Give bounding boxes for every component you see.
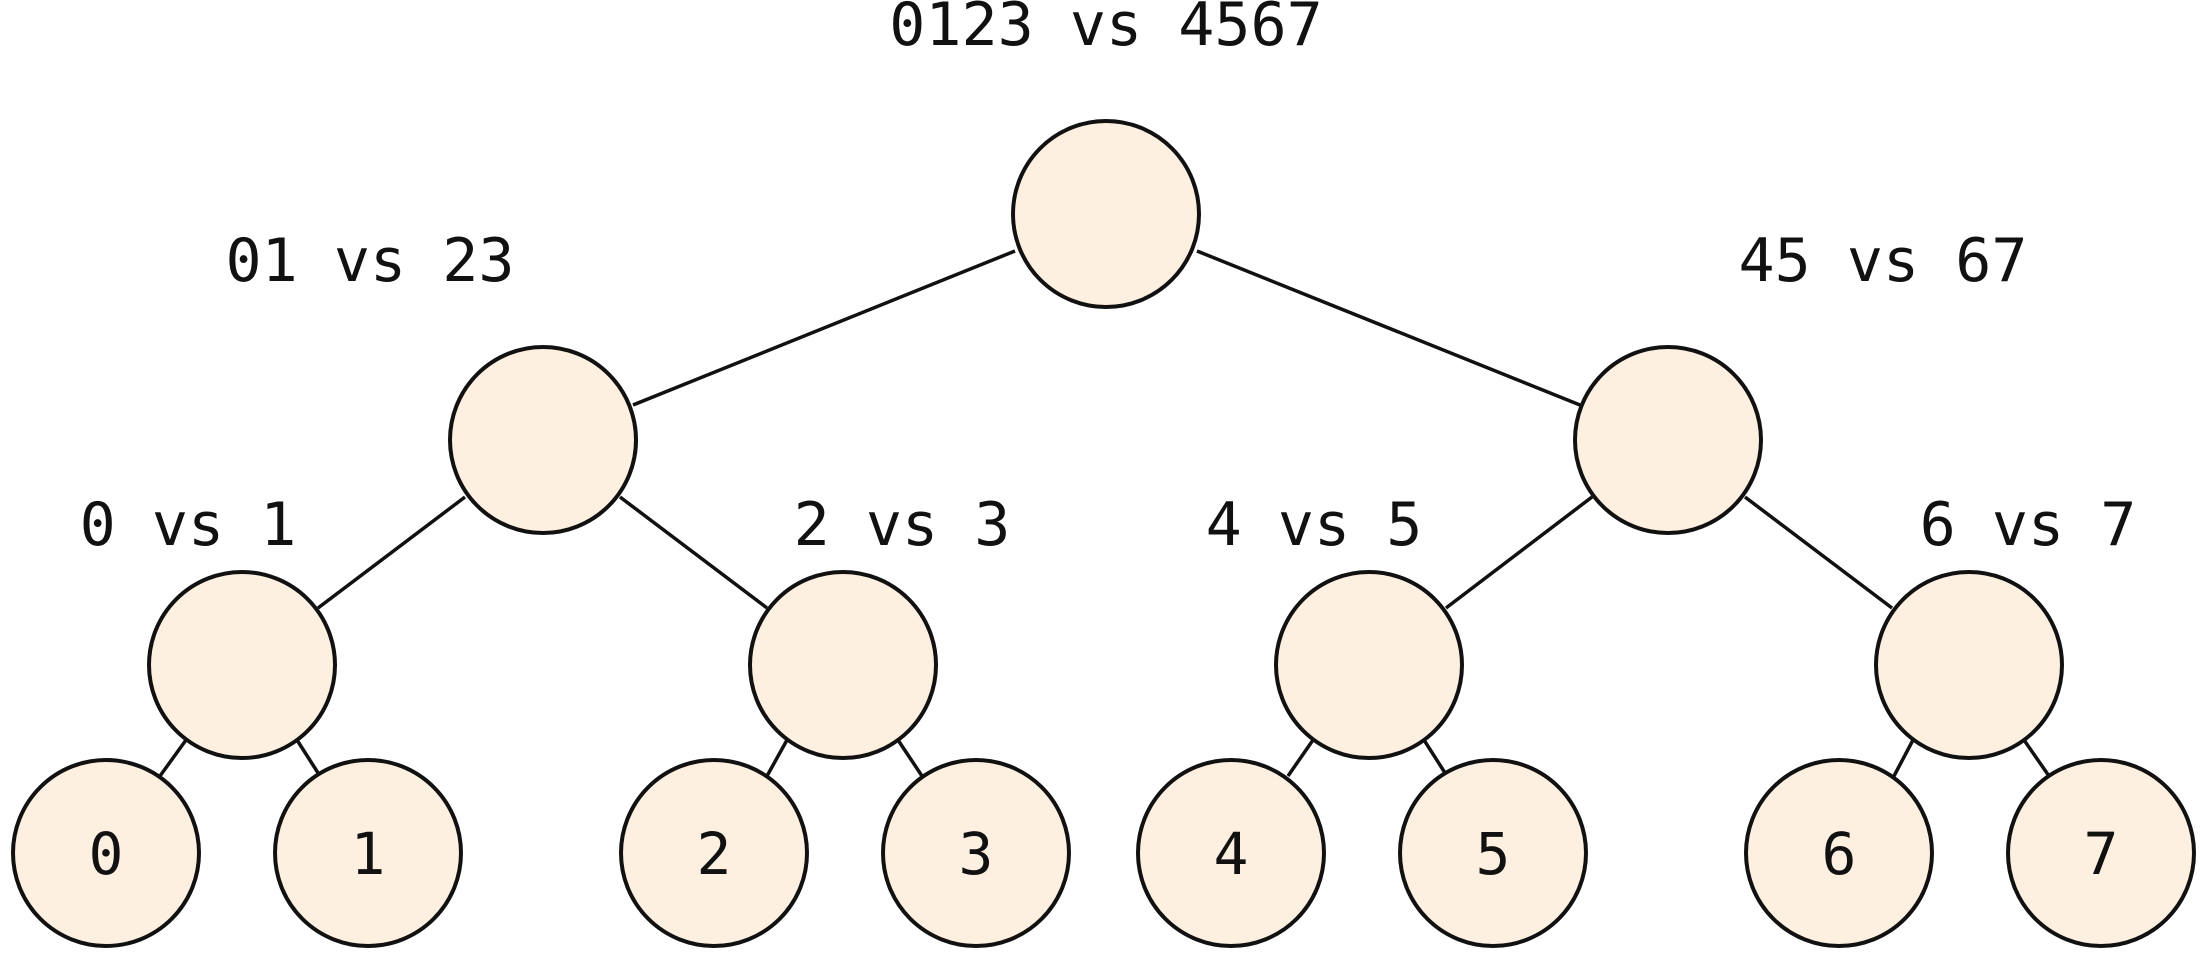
leaf-node-3: [881, 758, 1071, 948]
comparison-label-0-vs-1: 0 vs 1: [80, 490, 297, 560]
comparison-label-01-vs-23: 01 vs 23: [226, 226, 515, 296]
edge-01vs23-left: [316, 495, 467, 610]
leaf-node-0: [11, 758, 201, 948]
edge-6vs7-left: [1892, 739, 1915, 777]
edge-45vs67-right: [1743, 495, 1894, 610]
leaf-node-6: [1744, 758, 1934, 948]
tree-nodes: [11, 119, 2196, 948]
leaf-label-7: 7: [2084, 820, 2119, 888]
leaf-label-1: 1: [351, 820, 386, 888]
leaf-node-7: [2006, 758, 2196, 948]
edge-0vs1-right: [295, 739, 322, 777]
node-4-vs-5: [1274, 570, 1464, 760]
leaf-node-4: [1136, 758, 1326, 948]
edge-45vs67-left: [1444, 495, 1594, 610]
tree-edges: [158, 249, 2051, 778]
comparison-label-6-vs-7: 6 vs 7: [1920, 490, 2137, 560]
comparison-label-2-vs-3: 2 vs 3: [794, 490, 1011, 560]
leaf-label-4: 4: [1214, 820, 1249, 888]
comparison-labels: 0123 vs 4567 01 vs 23 45 vs 67 0 vs 1 2 …: [80, 0, 2137, 560]
edge-01vs23-right: [618, 495, 769, 610]
leaf-label-3: 3: [959, 820, 994, 888]
root-node: [1011, 119, 1201, 309]
edge-root-right: [1196, 249, 1581, 407]
edge-2vs3-left: [765, 739, 789, 777]
edge-0vs1-left: [158, 738, 188, 778]
node-2-vs-3: [748, 570, 938, 760]
leaf-labels: 0 1 2 3 4 5 6 7: [89, 820, 2119, 888]
leaf-node-2: [619, 758, 809, 948]
edge-4vs5-left: [1286, 739, 1315, 777]
node-6-vs-7: [1874, 570, 2064, 760]
node-01-vs-23: [448, 345, 638, 535]
leaf-node-1: [273, 758, 463, 948]
leaf-label-5: 5: [1476, 820, 1511, 888]
edge-2vs3-right: [896, 739, 924, 777]
root-comparison-label: 0123 vs 4567: [889, 0, 1322, 60]
edge-4vs5-right: [1422, 739, 1449, 777]
edge-root-left: [632, 249, 1016, 407]
comparison-label-45-vs-67: 45 vs 67: [1739, 226, 2028, 296]
leaf-label-0: 0: [89, 820, 124, 888]
leaf-node-5: [1398, 758, 1588, 948]
comparison-label-4-vs-5: 4 vs 5: [1206, 490, 1423, 560]
leaf-label-2: 2: [697, 820, 732, 888]
node-0-vs-1: [147, 570, 337, 760]
edge-6vs7-right: [2022, 739, 2051, 777]
node-45-vs-67: [1573, 345, 1763, 535]
leaf-label-6: 6: [1822, 820, 1857, 888]
